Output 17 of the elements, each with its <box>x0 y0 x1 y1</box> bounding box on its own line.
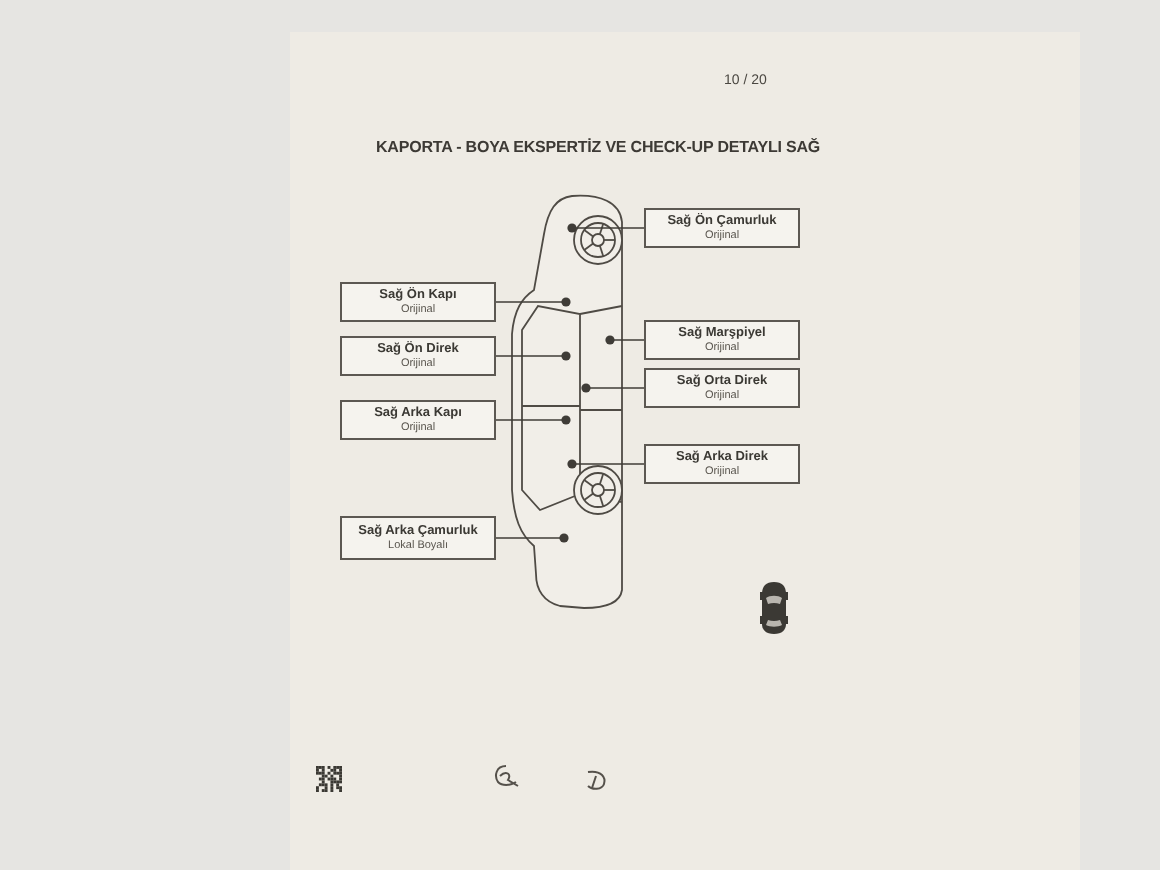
leader-line <box>567 223 645 233</box>
callout-box <box>340 516 496 560</box>
leader-line <box>495 351 571 361</box>
callout-box <box>644 368 800 408</box>
leader-line <box>495 297 571 307</box>
leader-line <box>567 459 645 469</box>
leader-line <box>495 415 571 425</box>
leader-line <box>495 533 569 543</box>
page-title: KAPORTA - BOYA EKSPERTİZ VE CHECK-UP DETAYLI SAĞ <box>376 138 821 156</box>
callout-box <box>644 320 800 360</box>
callout-box <box>340 400 496 440</box>
callout-box <box>644 444 800 484</box>
callout-box <box>340 336 496 376</box>
leader-line <box>605 335 645 345</box>
leader-line <box>581 383 645 393</box>
callout-box <box>340 282 496 322</box>
callout-box <box>644 208 800 248</box>
